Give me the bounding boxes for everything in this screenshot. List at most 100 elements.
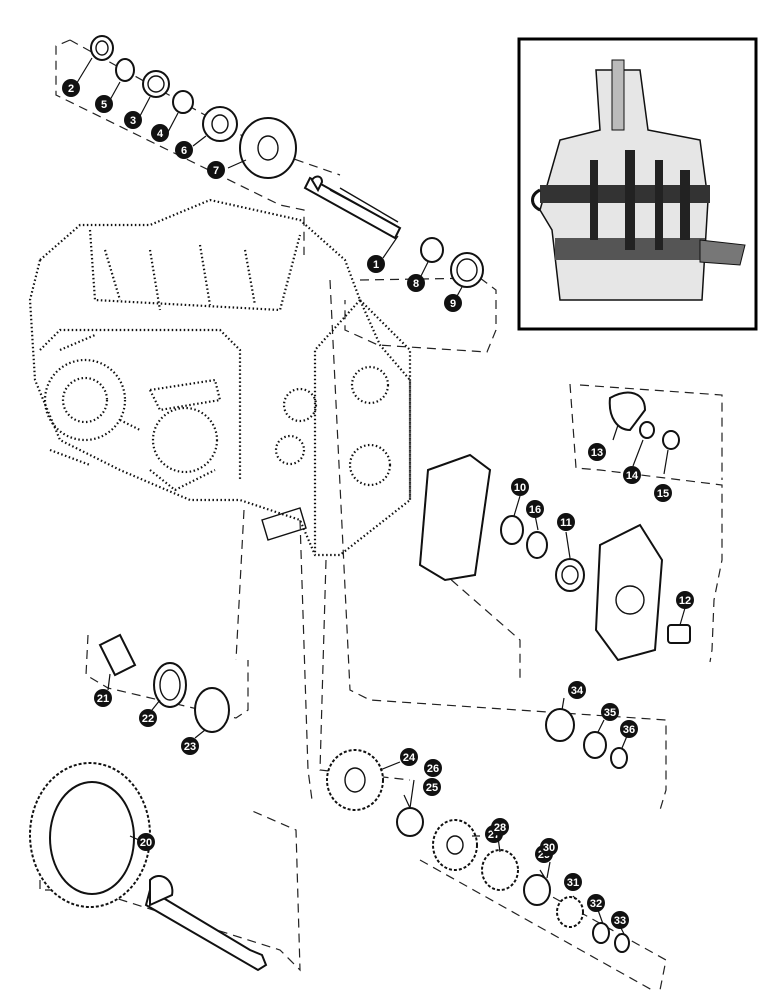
callout-number: 15	[657, 488, 669, 500]
ring-gear-and-pinion	[29, 762, 268, 972]
callout-circle	[424, 759, 442, 777]
callout-9: 9	[444, 294, 462, 312]
callout-circle	[491, 818, 509, 836]
callout-number: 32	[590, 898, 602, 910]
callout-circle	[676, 591, 694, 609]
callout-33: 33	[611, 911, 629, 929]
callout-26: 26	[424, 759, 442, 777]
callout-circle	[124, 111, 142, 129]
callout-number: 34	[571, 685, 584, 697]
callout-number: 35	[604, 707, 616, 719]
callout-circle	[620, 720, 638, 738]
callout-6: 6	[175, 141, 193, 159]
callout-number: 21	[97, 693, 109, 705]
callout-circle	[181, 737, 199, 755]
callout-circle	[511, 478, 529, 496]
callout-number: 20	[140, 837, 152, 849]
callout-35: 35	[601, 703, 619, 721]
callout-13: 13	[588, 443, 606, 461]
callout-32: 32	[587, 894, 605, 912]
callout-31: 31	[564, 873, 582, 891]
callout-circle	[400, 748, 418, 766]
callout-circle	[207, 161, 225, 179]
callout-25: 25	[423, 778, 441, 796]
callout-number: 10	[514, 482, 526, 494]
callout-circle	[423, 778, 441, 796]
callout-14: 14	[623, 466, 641, 484]
callout-circle	[407, 274, 425, 292]
callout-number: 33	[614, 915, 626, 927]
callout-36: 36	[620, 720, 638, 738]
callout-circle	[564, 873, 582, 891]
callout-circle	[62, 79, 80, 97]
part-callouts: 1234567891011121314151620212223242526272…	[62, 79, 694, 929]
mainshaft	[303, 175, 402, 240]
callout-1: 1	[367, 255, 385, 273]
callout-30: 30	[540, 838, 558, 856]
callout-28: 28	[491, 818, 509, 836]
callout-circle	[601, 703, 619, 721]
callout-3: 3	[124, 111, 142, 129]
callout-number: 22	[142, 713, 154, 725]
top-parts	[90, 35, 484, 288]
callout-number: 25	[426, 782, 438, 794]
callout-number: 11	[560, 517, 572, 529]
callout-circle	[557, 513, 575, 531]
callout-number: 31	[567, 877, 579, 889]
callout-5: 5	[95, 95, 113, 113]
bottom-gear-train	[326, 749, 630, 953]
callout-11: 11	[557, 513, 575, 531]
callout-12: 12	[676, 591, 694, 609]
callout-number: 4	[157, 128, 164, 140]
callout-20: 20	[137, 833, 155, 851]
callout-number: 36	[623, 724, 635, 736]
bearing-group-left	[98, 633, 230, 733]
callout-number: 26	[427, 763, 439, 775]
gasket	[419, 454, 491, 581]
callout-number: 9	[450, 298, 456, 310]
callout-circle	[526, 500, 544, 518]
callout-number: 2	[68, 83, 74, 95]
callout-number: 14	[626, 470, 639, 482]
inset-section-view	[517, 37, 758, 331]
callout-8: 8	[407, 274, 425, 292]
callout-10: 10	[511, 478, 529, 496]
callout-21: 21	[94, 689, 112, 707]
callout-circle	[367, 255, 385, 273]
callout-circle	[95, 95, 113, 113]
callout-circle	[94, 689, 112, 707]
callout-number: 16	[529, 504, 541, 516]
callout-number: 13	[591, 447, 603, 459]
callout-number: 1	[373, 259, 379, 271]
callout-circle	[587, 894, 605, 912]
callout-number: 6	[181, 145, 187, 157]
callout-number: 7	[213, 165, 219, 177]
callout-circle	[139, 709, 157, 727]
callout-number: 3	[130, 115, 136, 127]
transmission-housing	[28, 198, 412, 557]
callout-34: 34	[568, 681, 586, 699]
callout-circle	[623, 466, 641, 484]
callout-number: 23	[184, 741, 196, 753]
callout-23: 23	[181, 737, 199, 755]
callout-circle	[654, 484, 672, 502]
callout-number: 5	[101, 99, 107, 111]
callout-circle	[444, 294, 462, 312]
callout-circle	[568, 681, 586, 699]
callout-16: 16	[526, 500, 544, 518]
callout-number: 24	[403, 752, 416, 764]
callout-7: 7	[207, 161, 225, 179]
callout-4: 4	[151, 124, 169, 142]
callout-circle	[588, 443, 606, 461]
callout-circle	[175, 141, 193, 159]
callout-22: 22	[139, 709, 157, 727]
right-parts	[418, 391, 691, 769]
callout-circle	[611, 911, 629, 929]
callout-number: 30	[543, 842, 555, 854]
callout-number: 12	[679, 595, 691, 607]
callout-number: 8	[413, 278, 419, 290]
callout-circle	[137, 833, 155, 851]
callout-15: 15	[654, 484, 672, 502]
callout-circle	[151, 124, 169, 142]
